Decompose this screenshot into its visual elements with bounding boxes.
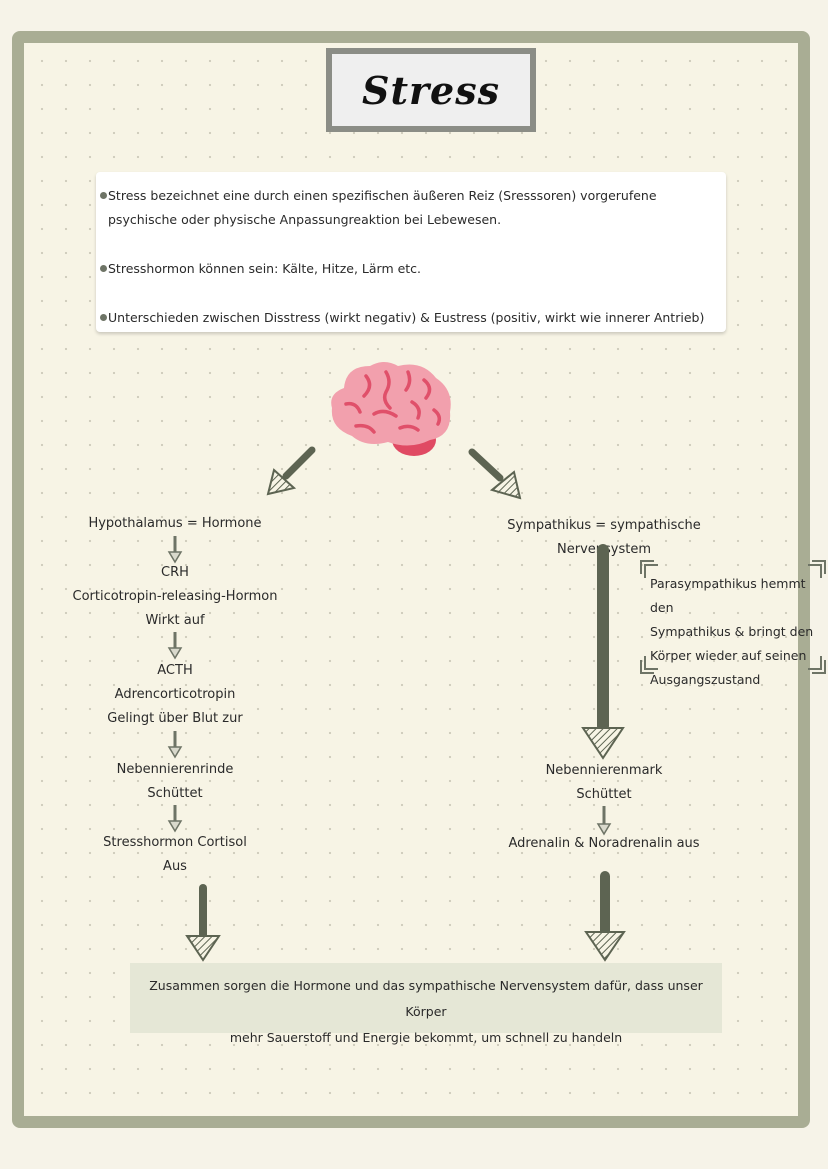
crh-action-label: Wirkt auf	[145, 613, 205, 628]
note-line: Körper wieder auf seinen	[650, 648, 807, 663]
mark-label: Nebennierenmark	[545, 763, 663, 778]
rinde-label: Nebennierenrinde	[116, 762, 234, 777]
cortisol-action-label: Aus	[163, 859, 187, 874]
arrow-right-diagonal-icon	[468, 448, 522, 500]
note-corner	[640, 560, 654, 574]
brain-folds	[344, 370, 442, 434]
hypothalamus-heading: Hypothalamus = Hormone	[88, 516, 262, 531]
title-box: Stress	[326, 48, 536, 132]
arrow-down-left-big-icon	[185, 884, 221, 962]
acth-full-label: Adrencorticotropin	[114, 687, 236, 702]
acth-label: ACTH	[157, 663, 193, 678]
title-inner: Stress	[332, 54, 530, 126]
arrow-down-long-icon	[581, 544, 625, 760]
intro-item-types: Unterschieden zwischen Disstress (wirkt …	[100, 306, 716, 330]
small-arrow-icon	[167, 536, 183, 564]
small-arrow-icon	[167, 805, 183, 833]
note-text: Parasympathikus hemmt den Sympathikus & …	[650, 572, 828, 692]
note-corner	[812, 560, 826, 574]
small-arrow-icon	[167, 731, 183, 759]
crh-label: CRH	[161, 565, 189, 580]
cortisol-label: Stresshormon Cortisol	[103, 835, 247, 850]
summary-line-2: mehr Sauerstoff und Energie bekommt, um …	[229, 1030, 623, 1045]
note-corner	[808, 564, 822, 578]
summary-box: Zusammen sorgen die Hormone und das symp…	[130, 963, 722, 1045]
rinde-action-label: Schüttet	[147, 786, 203, 801]
arrow-down-right-big-icon	[584, 871, 626, 962]
parasympathikus-note: Parasympathikus hemmt den Sympathikus & …	[640, 560, 826, 687]
note-line: Parasympathikus hemmt den	[650, 576, 806, 615]
note-corner	[640, 660, 654, 674]
intro-item-stressors: Stresshormon können sein: Kälte, Hitze, …	[100, 257, 716, 281]
note-line: Sympathikus & bringt den	[650, 624, 814, 639]
note-corner	[812, 660, 826, 674]
small-arrow-icon	[167, 632, 183, 660]
mark-action-label: Schüttet	[576, 787, 632, 802]
acth-action-label: Gelingt über Blut zur	[107, 711, 243, 726]
note-corner	[644, 656, 658, 670]
small-arrow-icon	[596, 806, 612, 836]
page-title: Stress	[362, 67, 500, 113]
arrow-left-diagonal-icon	[266, 446, 316, 496]
summary-line-1: Zusammen sorgen die Hormone und das symp…	[149, 978, 703, 1019]
crh-full-label: Corticotropin-releasing-Hormon	[72, 589, 278, 604]
note-corner	[808, 656, 822, 670]
adrenalin-label: Adrenalin & Noradrenalin aus	[508, 836, 700, 851]
intro-box: Stress bezeichnet eine durch einen spezi…	[96, 172, 726, 332]
intro-item-definition: Stress bezeichnet eine durch einen spezi…	[100, 184, 716, 232]
brain-icon	[331, 362, 451, 456]
note-corner	[644, 564, 658, 578]
note-line: Ausgangszustand	[650, 672, 761, 687]
